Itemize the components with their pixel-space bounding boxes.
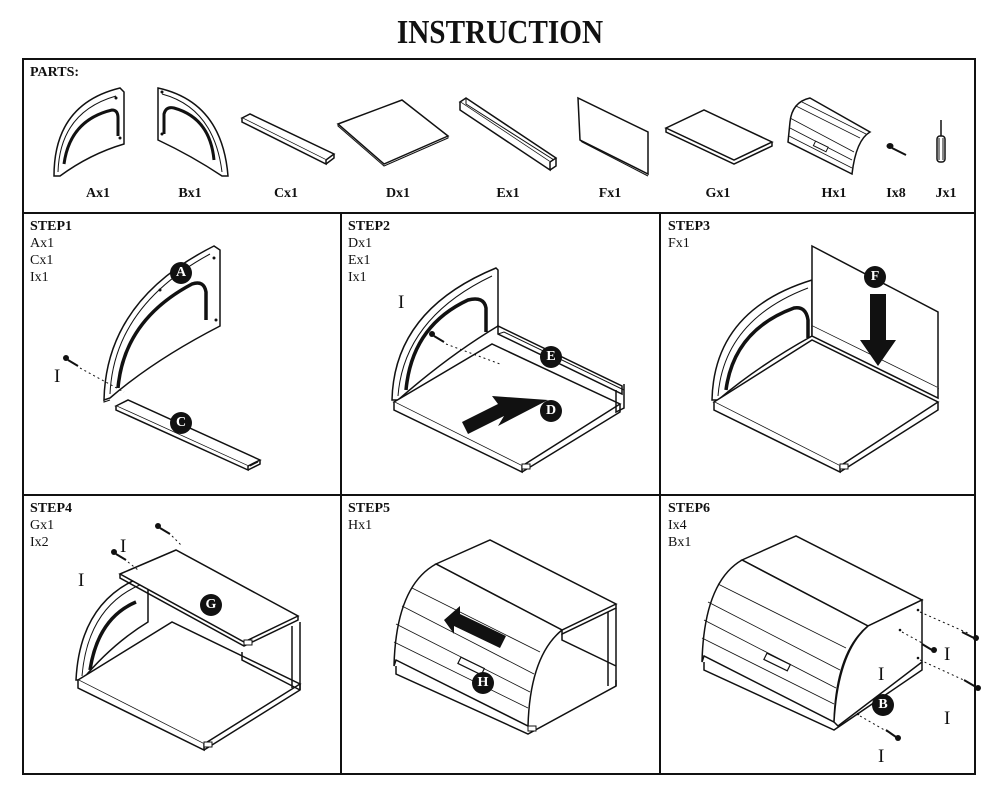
part-caption-j: Jx1 — [935, 186, 957, 201]
part-caption-f: Fx1 — [598, 186, 622, 201]
part-caption-d: Dx1 — [385, 186, 411, 201]
step6-screw-label: I — [944, 644, 951, 665]
part-caption-g: Gx1 — [705, 186, 731, 201]
step5-title: STEP5 — [348, 501, 391, 516]
part-caption-b: Bx1 — [178, 186, 202, 201]
step1-screw-label: I — [54, 366, 61, 387]
step6-screw-label: I — [944, 708, 951, 729]
step6-item: Bx1 — [668, 535, 692, 550]
step2-callout-e: E — [540, 346, 562, 368]
part-a-illustration — [53, 87, 125, 177]
step4-callout-g: G — [200, 594, 222, 616]
instruction-frame: PARTS: — [22, 58, 981, 775]
step4-item: Gx1 — [30, 518, 55, 533]
step3-title: STEP3 — [668, 219, 711, 234]
part-i-screw-icon — [886, 143, 907, 156]
part-caption-e: Ex1 — [496, 186, 520, 201]
step4-text: STEP4 Gx1 Ix2 — [30, 500, 72, 551]
part-caption-i: Ix8 — [886, 186, 906, 201]
part-caption-c: Cx1 — [273, 186, 299, 201]
step3-illustration — [711, 244, 940, 474]
step4-item: Ix2 — [30, 535, 49, 550]
part-caption-a: Ax1 — [85, 186, 111, 201]
step4-title: STEP4 — [30, 501, 73, 516]
step3-callout-f: F — [864, 266, 886, 288]
part-caption-h: Hx1 — [821, 186, 847, 201]
step3-text: STEP3 Fx1 — [668, 218, 710, 252]
parts-label: PARTS: — [30, 65, 80, 80]
step2-text: STEP2 Dx1 Ex1 Ix1 — [348, 218, 390, 286]
step2-callout-d: D — [540, 400, 562, 422]
step1-item: Ax1 — [30, 236, 55, 251]
step5-item: Hx1 — [348, 518, 373, 533]
step1-illustration — [63, 245, 262, 472]
step2-item: Ix1 — [348, 270, 367, 285]
page-title: INSTRUCTION — [396, 14, 604, 51]
divider-parts — [24, 212, 974, 214]
divider-col1 — [340, 212, 342, 775]
part-j-screwdriver-icon — [936, 120, 946, 163]
step6-illustration — [701, 535, 981, 741]
step4-screw-label: I — [78, 570, 85, 591]
step1-item: Ix1 — [30, 270, 49, 285]
step6-item: Ix4 — [668, 518, 687, 533]
part-b-illustration — [157, 87, 229, 177]
step5-illustration — [393, 539, 618, 735]
step2-screw-label: I — [398, 292, 405, 313]
part-d-illustration — [336, 99, 450, 167]
part-h-illustration — [787, 97, 872, 176]
step1-item: Cx1 — [30, 253, 54, 268]
step4-illustration — [75, 523, 302, 752]
step5-callout-h: H — [472, 672, 494, 694]
step2-item: Ex1 — [348, 253, 371, 268]
step6-text: STEP6 Ix4 Bx1 — [668, 500, 710, 551]
divider-col2 — [659, 212, 661, 775]
step1-title: STEP1 — [30, 219, 73, 234]
part-f-illustration — [577, 96, 649, 177]
divider-rows — [24, 494, 974, 496]
step6-callout-b: B — [872, 694, 894, 716]
step4-screw-label: I — [120, 536, 127, 557]
step1-callout-c: C — [170, 412, 192, 434]
step6-screw-label: I — [878, 664, 885, 685]
part-e-illustration — [458, 97, 558, 172]
step6-screw-label: I — [878, 746, 885, 767]
part-c-illustration — [240, 113, 336, 166]
step2-item: Dx1 — [348, 236, 373, 251]
step5-text: STEP5 Hx1 — [348, 500, 390, 534]
step3-item: Fx1 — [668, 236, 690, 251]
step1-callout-a: A — [170, 262, 192, 284]
part-g-illustration — [664, 109, 774, 165]
step2-illustration — [391, 267, 625, 474]
step2-title: STEP2 — [348, 219, 391, 234]
step1-text: STEP1 Ax1 Cx1 Ix1 — [30, 218, 72, 286]
step6-title: STEP6 — [668, 501, 711, 516]
